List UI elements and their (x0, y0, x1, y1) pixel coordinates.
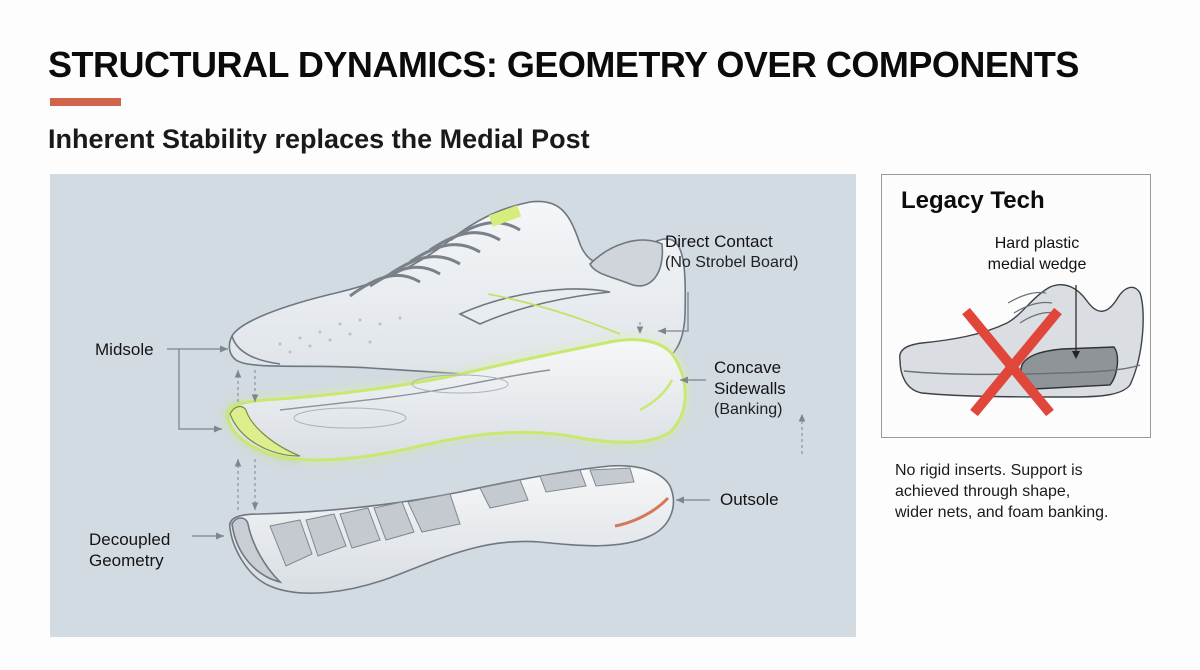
label-outsole: Outsole (720, 490, 779, 509)
legacy-tech-title: Legacy Tech (901, 187, 1045, 214)
exploded-shoe-illustration (167, 200, 806, 594)
page-title: STRUCTURAL DYNAMICS: GEOMETRY OVER COMPO… (48, 44, 1079, 85)
medial-wedge-callout-line2: medial wedge (987, 256, 1087, 273)
label-concave-sub: (Banking) (714, 401, 783, 418)
label-midsole: Midsole (95, 340, 154, 359)
red-cross-icon (962, 307, 1062, 417)
label-concave-line1: Concave (714, 358, 782, 377)
legacy-shoe-illustration (899, 283, 1144, 417)
medial-wedge-callout: Hard plastic medial wedge (962, 233, 1112, 275)
label-concave-sidewalls: Concave Sidewalls (Banking) (714, 357, 786, 420)
medial-wedge-callout-line1: Hard plastic (994, 235, 1080, 252)
label-decoupled-line1: Decoupled (89, 530, 171, 549)
support-note-line3: wider nets, and foam banking. (895, 504, 1109, 521)
page-subtitle: Inherent Stability replaces the Medial P… (48, 124, 590, 154)
label-direct-contact: Direct Contact (No Strobel Board) (665, 231, 798, 273)
label-concave-line2: Sidewalls (714, 379, 786, 398)
upper-layer (228, 200, 687, 378)
midsole-layer (226, 338, 687, 462)
label-direct-contact-title: Direct Contact (665, 232, 773, 251)
label-decoupled-line2: Geometry (89, 551, 164, 570)
support-note: No rigid inserts. Support is achieved th… (895, 460, 1185, 523)
label-decoupled-geometry: Decoupled Geometry (89, 529, 170, 571)
outsole-layer (229, 464, 675, 594)
leader-arrows (167, 292, 710, 540)
support-note-line1: No rigid inserts. Support is (895, 462, 1083, 479)
separation-arrows (234, 322, 806, 510)
support-note-line2: achieved through shape, (895, 483, 1071, 500)
legacy-tech-panel: Legacy Tech Hard plastic medial wedge (881, 174, 1151, 438)
exploded-shoe-diagram: Midsole Decoupled Geometry Direct Contac… (50, 174, 856, 637)
title-accent-bar (50, 98, 121, 106)
label-direct-contact-sub: (No Strobel Board) (665, 254, 799, 271)
